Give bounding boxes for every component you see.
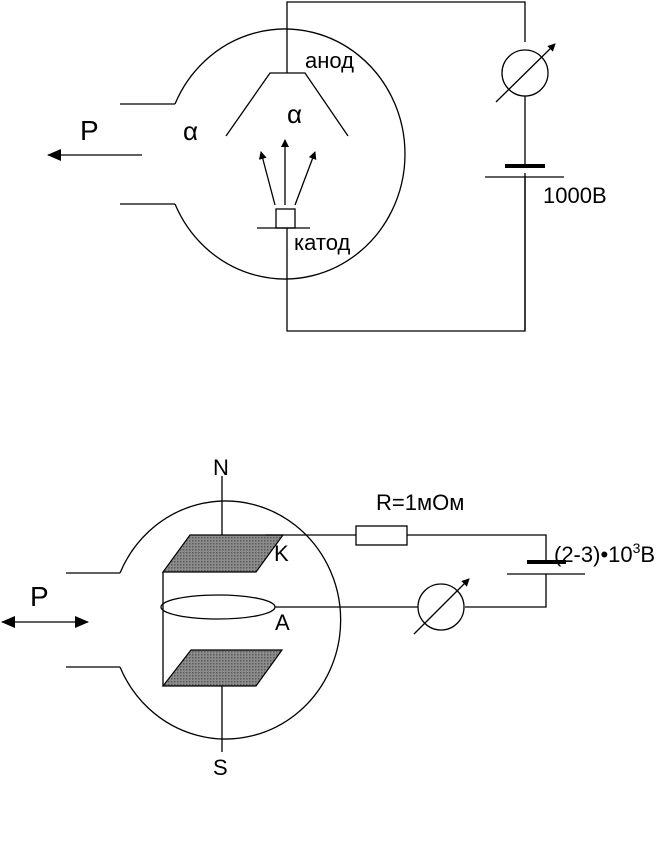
figure-1-alpha-detector: P анод α α катод 1000В bbox=[48, 2, 607, 331]
anode-ring-label: A bbox=[275, 610, 290, 635]
alpha-label-left: α bbox=[183, 116, 198, 146]
resistor bbox=[356, 526, 407, 545]
cathode-plate-upper bbox=[163, 535, 283, 572]
anode-label: анод bbox=[305, 48, 354, 73]
south-label: S bbox=[213, 755, 228, 780]
alpha-source bbox=[276, 209, 295, 228]
voltage-main: (2-3)•10 bbox=[554, 542, 633, 567]
meter-needle-arrow bbox=[496, 44, 555, 102]
meter-needle-arrow-2 bbox=[414, 579, 469, 634]
alpha-ray-left bbox=[261, 152, 275, 205]
voltage-label: 1000В bbox=[543, 183, 607, 208]
cathode-plate-label: K bbox=[274, 541, 289, 566]
voltage-exponent: 3 bbox=[633, 540, 641, 556]
pressure-label-2: P bbox=[30, 581, 49, 612]
tube-bulb bbox=[175, 29, 405, 279]
north-label: N bbox=[213, 455, 229, 480]
anode-ring bbox=[161, 595, 275, 619]
voltage-unit: В bbox=[640, 542, 655, 567]
voltage-label-2: (2-3)•103В bbox=[554, 540, 655, 567]
alpha-ray-right bbox=[295, 152, 315, 205]
wire-resistor-to-battery bbox=[407, 535, 546, 562]
pressure-label: P bbox=[80, 115, 99, 146]
resistor-label: R=1мОм bbox=[376, 490, 464, 515]
wire-battery-to-meter bbox=[465, 574, 546, 607]
cathode-label: катод bbox=[294, 230, 350, 255]
magnet-plate-lower bbox=[163, 650, 282, 686]
figure-2-magnetron: P N S K A R=1мОм (2-3)•103В bbox=[2, 455, 655, 780]
alpha-label-center: α bbox=[287, 99, 302, 129]
